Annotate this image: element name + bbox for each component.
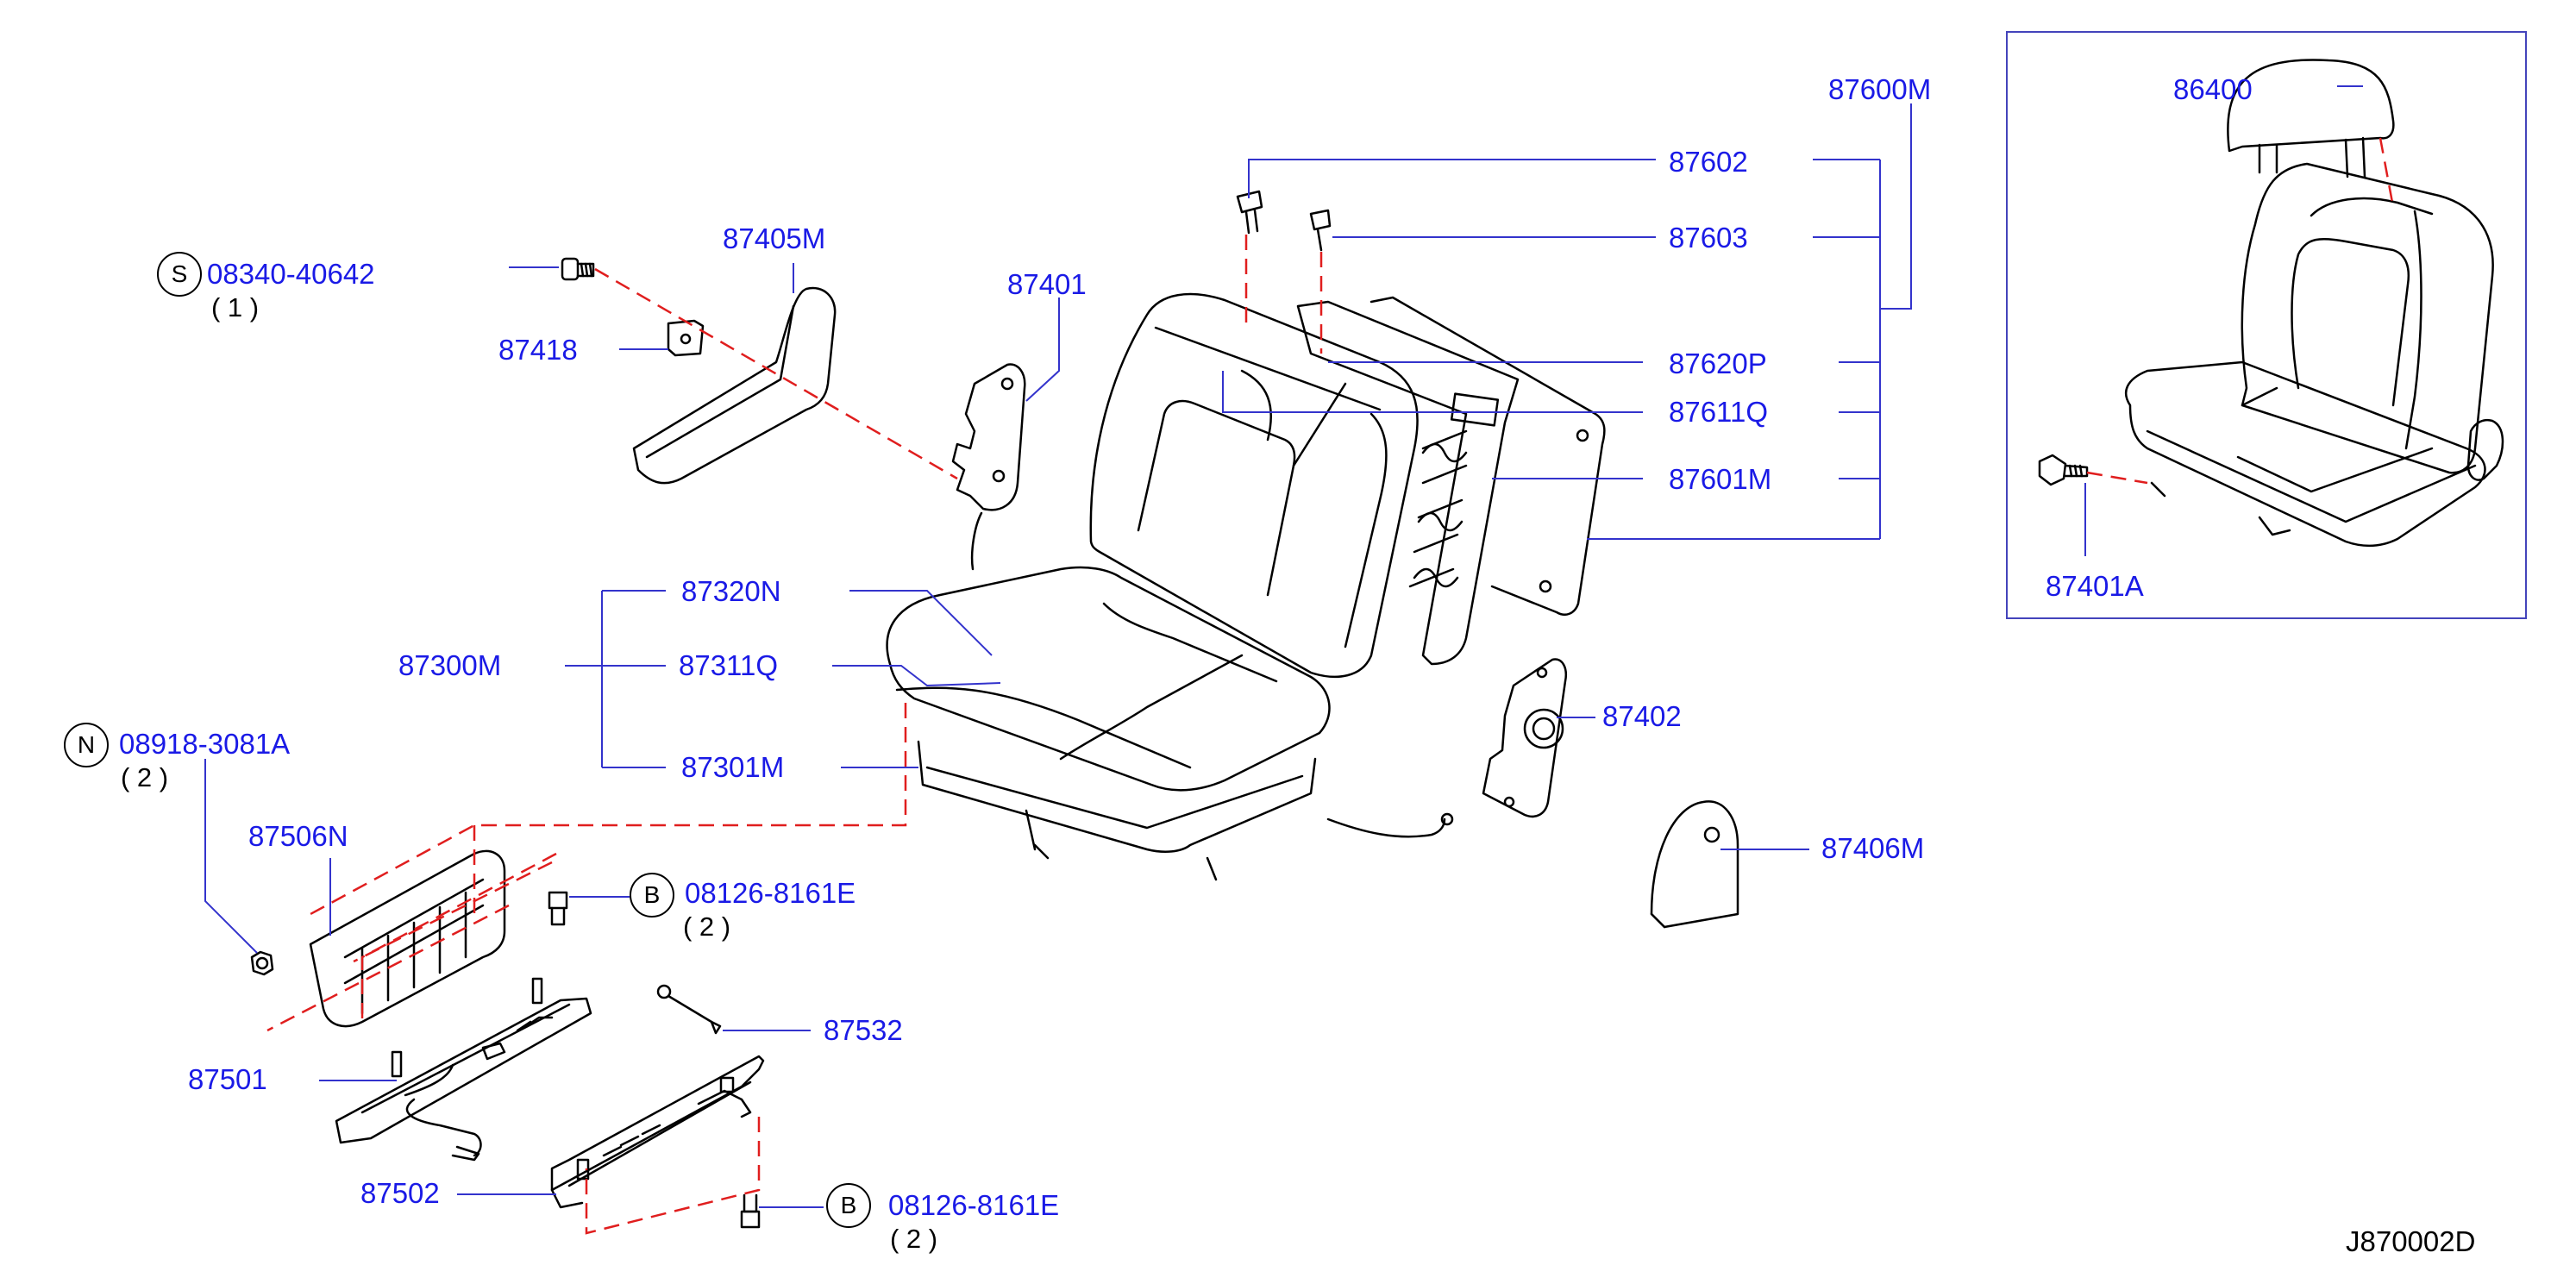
inset-bolt-illustration	[2038, 454, 2089, 486]
label-87502[interactable]: 87502	[360, 1177, 440, 1209]
callout-symbol-n: N	[64, 723, 109, 767]
seat-back-board-illustration	[1369, 296, 1606, 616]
slide-rail-lower-illustration	[550, 1055, 765, 1209]
phantom-lines	[266, 137, 2395, 1235]
slide-rail-upper-illustration	[335, 977, 592, 1162]
diagram-code: J870002D	[2346, 1225, 2476, 1257]
callout-symbol-s: S	[157, 252, 202, 297]
callout-qty: ( 2 )	[683, 911, 731, 942]
seat-back-illustration	[1089, 292, 1419, 679]
label-87406M[interactable]: 87406M	[1821, 832, 1925, 864]
label-86400[interactable]: 86400	[2173, 73, 2253, 105]
screw-illustration	[561, 257, 595, 281]
leader-lines	[204, 85, 2363, 1208]
label-87602[interactable]: 87602	[1669, 146, 1748, 178]
seat-back-frame-illustration	[1296, 300, 1520, 666]
inset-frame	[2006, 31, 2527, 619]
label-87320N[interactable]: 87320N	[681, 575, 781, 607]
callout-qty: ( 2 )	[890, 1224, 938, 1254]
seat-cushion-illustration	[886, 566, 1454, 881]
label-87402[interactable]: 87402	[1602, 700, 1682, 732]
label-87611Q[interactable]: 87611Q	[1669, 396, 1768, 428]
inset-seat-illustration	[2125, 59, 2504, 548]
label-87506N[interactable]: 87506N	[248, 820, 348, 852]
callout-qty: ( 2 )	[121, 762, 169, 792]
label-87418[interactable]: 87418	[498, 334, 578, 366]
label-87603[interactable]: 87603	[1669, 222, 1748, 254]
label-87301M[interactable]: 87301M	[681, 751, 785, 783]
side-cover-illustration	[1650, 800, 1739, 929]
callout-part-08126-8161E[interactable]: 08126-8161E	[888, 1189, 1060, 1221]
callout-symbol-b: B	[630, 873, 674, 918]
recliner-bracket-illustration	[1482, 658, 1567, 818]
bolt-illustration	[548, 891, 761, 1229]
callout-symbol-b: B	[826, 1183, 871, 1228]
pin-illustration	[1236, 190, 1332, 252]
label-87300M[interactable]: 87300M	[398, 649, 502, 681]
hinge-bracket-illustration	[951, 363, 1026, 571]
callout-qty: ( 1 )	[211, 292, 260, 323]
callout-part-08126-8161E[interactable]: 08126-8161E	[685, 877, 856, 909]
label-87401A[interactable]: 87401A	[2046, 570, 2144, 602]
callout-part-08340-40642[interactable]: 08340-40642	[207, 258, 375, 290]
label-87601M[interactable]: 87601M	[1669, 463, 1772, 495]
label-87311Q[interactable]: 87311Q	[679, 649, 778, 681]
label-87501[interactable]: 87501	[188, 1063, 267, 1095]
spring-bolt-illustration	[656, 984, 722, 1035]
label-87532[interactable]: 87532	[824, 1014, 903, 1046]
nut-illustration	[250, 950, 274, 976]
trim-cover-illustration	[632, 286, 837, 485]
label-87620P[interactable]: 87620P	[1669, 348, 1767, 379]
label-87401[interactable]: 87401	[1007, 268, 1087, 300]
label-87600M[interactable]: 87600M	[1828, 73, 1932, 105]
callout-part-08918-3081A[interactable]: 08918-3081A	[119, 728, 291, 760]
clip-illustration	[667, 319, 705, 357]
label-87405M[interactable]: 87405M	[723, 222, 826, 254]
